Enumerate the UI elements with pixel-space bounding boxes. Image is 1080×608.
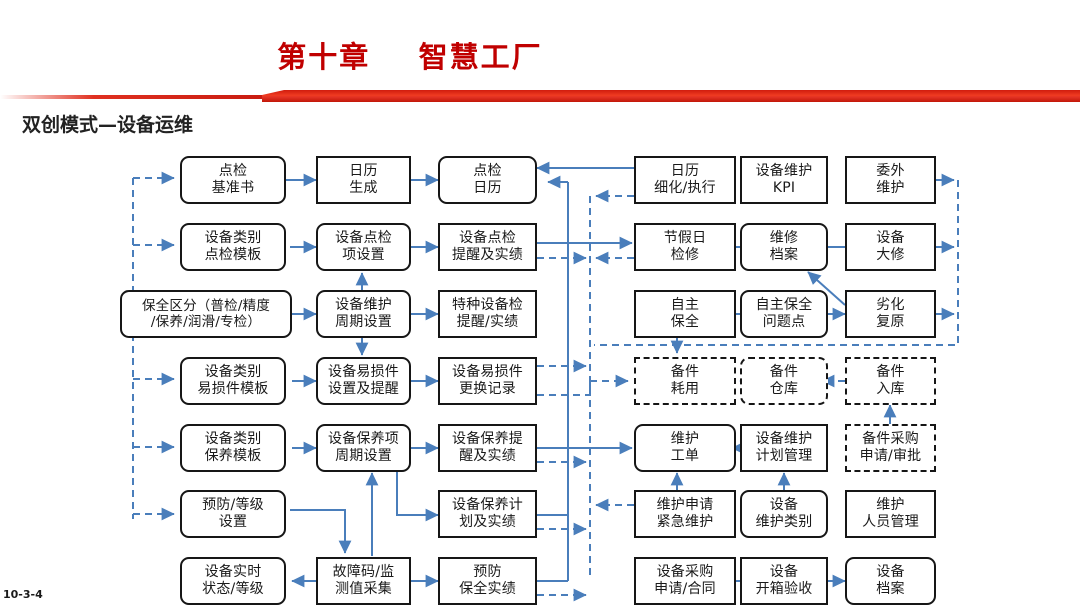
- flow-node-n1[interactable]: 点检 基准书: [180, 156, 286, 204]
- flow-node-n22[interactable]: 备件 耗用: [634, 357, 736, 405]
- flow-node-n17[interactable]: 自主保全 问题点: [740, 290, 828, 338]
- flow-node-n31[interactable]: 预防/等级 设置: [180, 490, 286, 538]
- flow-node-n8[interactable]: 设备点检 项设置: [316, 223, 411, 271]
- flow-node-n23[interactable]: 备件 仓库: [740, 357, 828, 405]
- flow-node-n4[interactable]: 日历 细化/执行: [634, 156, 736, 204]
- flow-node-n32[interactable]: 设备保养计 划及实绩: [438, 490, 537, 538]
- flow-node-n37[interactable]: 故障码/监 测值采集: [316, 557, 411, 605]
- flow-node-n5[interactable]: 设备维护 KPI: [740, 156, 828, 204]
- flow-node-n21[interactable]: 设备易损件 更换记录: [438, 357, 537, 405]
- flow-node-n19[interactable]: 设备类别 易损件模板: [180, 357, 286, 405]
- flow-node-n27[interactable]: 设备保养提 醒及实绩: [438, 424, 537, 472]
- page-title: 第十章 智慧工厂: [277, 40, 543, 74]
- flow-node-n25[interactable]: 设备类别 保养模板: [180, 424, 286, 472]
- flow-node-n7[interactable]: 设备类别 点检模板: [180, 223, 286, 271]
- flow-node-n26[interactable]: 设备保养项 周期设置: [316, 424, 411, 472]
- flow-node-n34[interactable]: 设备 维护类别: [740, 490, 828, 538]
- flow-node-n40[interactable]: 设备 开箱验收: [740, 557, 828, 605]
- flow-node-n10[interactable]: 节假日 检修: [634, 223, 736, 271]
- flow-node-n35[interactable]: 维护 人员管理: [845, 490, 936, 538]
- flow-node-n16[interactable]: 自主 保全: [634, 290, 736, 338]
- flow-node-n38[interactable]: 预防 保全实绩: [438, 557, 537, 605]
- flow-node-n41[interactable]: 设备 档案: [845, 557, 936, 605]
- flow-node-n11[interactable]: 维修 档案: [740, 223, 828, 271]
- flow-node-n18[interactable]: 劣化 复原: [845, 290, 936, 338]
- flow-node-n9[interactable]: 设备点检 提醒及实绩: [438, 223, 537, 271]
- flow-node-n29[interactable]: 设备维护 计划管理: [740, 424, 828, 472]
- flow-node-n24[interactable]: 备件 入库: [845, 357, 936, 405]
- flow-node-n12[interactable]: 设备 大修: [845, 223, 936, 271]
- flow-node-n15[interactable]: 特种设备检 提醒/实绩: [438, 290, 537, 338]
- flow-node-n13[interactable]: 保全区分（普检/精度 /保养/润滑/专检）: [120, 290, 292, 338]
- flow-node-n2[interactable]: 日历 生成: [316, 156, 411, 204]
- flow-node-n30[interactable]: 备件采购 申请/审批: [845, 424, 936, 472]
- flow-node-n20[interactable]: 设备易损件 设置及提醒: [316, 357, 411, 405]
- flow-node-n28[interactable]: 维护 工单: [634, 424, 736, 472]
- section-subtitle: 双创模式—设备运维: [22, 114, 194, 136]
- flow-node-n39[interactable]: 设备采购 申请/合同: [634, 557, 736, 605]
- flow-node-n3[interactable]: 点检 日历: [438, 156, 537, 204]
- page-number: 10-3-4: [3, 588, 43, 601]
- flow-node-n6[interactable]: 委外 维护: [845, 156, 936, 204]
- header-rule-thick: [262, 90, 1080, 102]
- flow-node-n14[interactable]: 设备维护 周期设置: [316, 290, 411, 338]
- flow-node-n33[interactable]: 维护申请 紧急维护: [634, 490, 736, 538]
- header-rule-thin: [0, 95, 268, 99]
- flow-node-n36[interactable]: 设备实时 状态/等级: [180, 557, 286, 605]
